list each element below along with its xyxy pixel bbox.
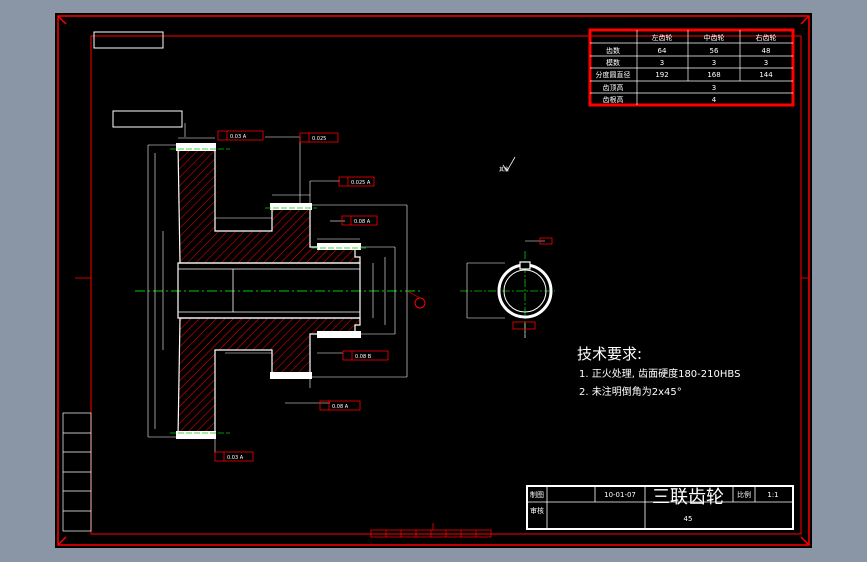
scale-label: 比例 — [737, 490, 751, 499]
table-header-mid: 中齿轮 — [704, 33, 725, 42]
title-date: 10-01-07 — [604, 491, 636, 499]
cell-module-right: 3 — [764, 59, 768, 67]
drawing-name: 三联齿轮 — [652, 487, 724, 508]
datum-circle — [414, 297, 426, 309]
table-header-left: 左齿轮 — [652, 33, 673, 42]
left-gear-tooth-bottom — [176, 431, 216, 439]
tech-req-line-2: 2. 未注明倒角为2x45° — [579, 385, 682, 398]
cell-pitch-mid: 168 — [707, 71, 720, 79]
title-label-drawn: 制图 — [530, 490, 544, 499]
row-label-addendum: 齿顶高 — [603, 83, 624, 92]
drawing-canvas: 左齿轮 中齿轮 右齿轮 齿数 64 56 48 模数 3 3 3 分度圆直径 1… — [57, 15, 810, 546]
material: 45 — [684, 515, 693, 523]
row-label-module: 模数 — [606, 58, 620, 67]
row-label-pitch-diameter: 分度圆直径 — [596, 70, 631, 79]
tech-req-line-1: 1. 正火处理, 齿面硬度180-210HBS — [579, 367, 740, 380]
title-label-checked: 审核 — [530, 506, 544, 515]
tolerance-1-text: 0.03 A — [230, 134, 247, 140]
tech-req-title: 技术要求: — [577, 345, 642, 363]
surface-mark-text: 其余 — [499, 166, 509, 173]
revision-strip — [62, 412, 92, 532]
tolerance-7-text: 0.03 A — [227, 455, 244, 461]
tolerance-frame-2: 0.025 — [299, 132, 339, 143]
tolerance-3-text: 0.025 A — [351, 180, 371, 186]
cell-teeth-right: 48 — [762, 47, 771, 55]
cell-teeth-mid: 56 — [710, 47, 719, 55]
gear-cross-section: 0.03 A 0.025 0.025 A 0.08 A 0.08 B 0.08 … — [135, 123, 426, 462]
tolerance-5-text: 0.08 B — [355, 354, 372, 360]
label-box-top — [93, 31, 164, 49]
cell-pitch-right: 144 — [759, 71, 773, 79]
technical-requirements: 技术要求: 1. 正火处理, 齿面硬度180-210HBS 2. 未注明倒角为2… — [577, 345, 740, 398]
scale-value: 1:1 — [767, 491, 778, 499]
cell-module-mid: 3 — [712, 59, 716, 67]
gear-parameter-table: 左齿轮 中齿轮 右齿轮 齿数 64 56 48 模数 3 3 3 分度圆直径 1… — [588, 28, 795, 107]
tolerance-frame-4: 0.08 A — [341, 215, 378, 226]
right-gear-tooth-top — [317, 243, 361, 250]
tolerance-frame-3: 0.025 A — [338, 176, 375, 187]
tolerance-frame-1: 0.03 A — [217, 130, 264, 141]
tolerance-frame-7: 0.03 A — [214, 451, 254, 462]
tolerance-6-text: 0.08 A — [332, 404, 349, 410]
mid-gear-tooth-bottom — [270, 372, 312, 379]
tolerance-frame-6: 0.08 A — [319, 400, 361, 411]
inner-frame — [90, 35, 802, 535]
cell-addendum: 3 — [712, 84, 716, 92]
tolerance-2-text: 0.025 — [312, 136, 326, 142]
right-gear-tooth-bottom — [317, 331, 361, 338]
keyway — [519, 261, 531, 270]
tolerance-4-text: 0.08 A — [354, 219, 371, 225]
outer-frame — [57, 15, 810, 546]
left-gear-tooth-top — [176, 143, 216, 151]
row-label-dedendum: 齿根高 — [603, 95, 624, 104]
surface-roughness-mark: 其余 — [499, 156, 516, 173]
side-view — [460, 237, 555, 338]
bottom-ruler — [370, 523, 492, 538]
cell-module-left: 3 — [660, 59, 664, 67]
bore — [177, 262, 361, 319]
mid-gear-tooth-top — [270, 203, 312, 210]
label-box-mid — [112, 110, 183, 128]
tolerance-frame-5: 0.08 B — [342, 350, 389, 361]
table-header-right: 右齿轮 — [756, 33, 777, 42]
title-block: 制图 审核 10-01-07 三联齿轮 比例 1:1 45 — [526, 485, 794, 530]
cad-viewport[interactable]: 左齿轮 中齿轮 右齿轮 齿数 64 56 48 模数 3 3 3 分度圆直径 1… — [55, 13, 812, 548]
cell-pitch-left: 192 — [655, 71, 668, 79]
hub-inner-circle — [503, 269, 547, 313]
cell-dedendum: 4 — [712, 96, 717, 104]
cell-teeth-left: 64 — [658, 47, 667, 55]
row-label-teeth: 齿数 — [606, 46, 620, 55]
